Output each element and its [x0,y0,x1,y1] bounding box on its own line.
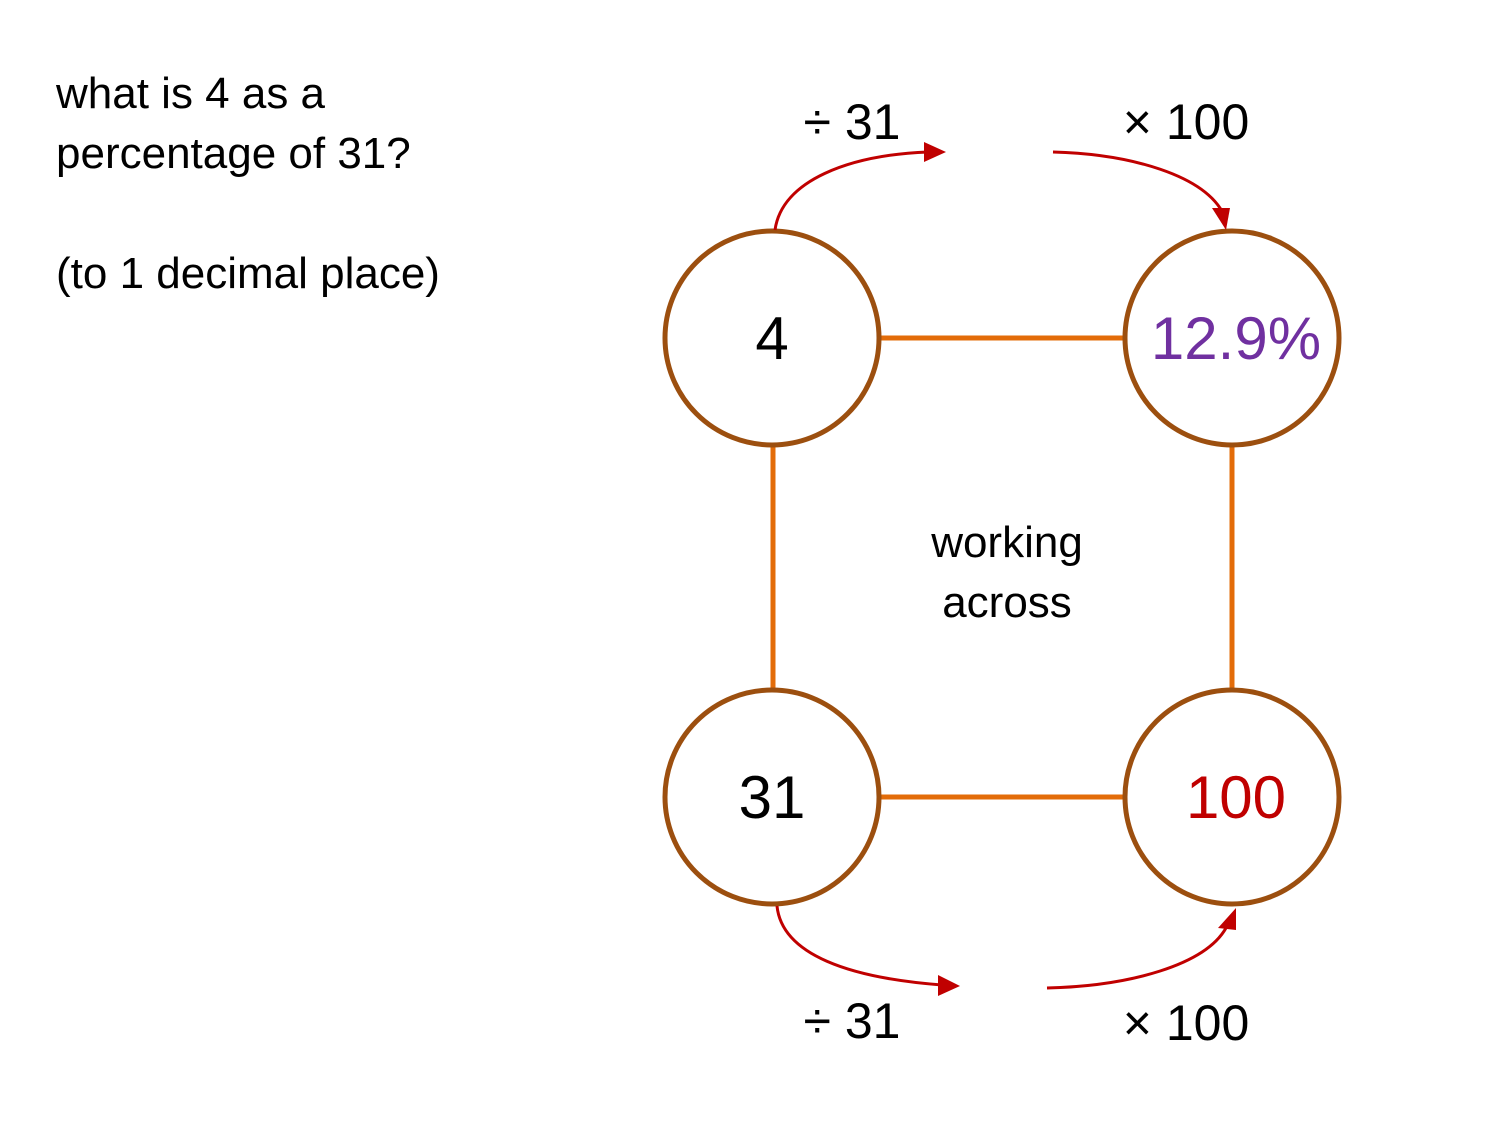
question-line-2: percentage of 31? [56,129,411,178]
value-top-left: 4 [755,305,788,372]
circle-top-right [1122,228,1342,448]
arrowhead-icon [938,975,960,996]
value-bottom-right: 100 [1186,764,1286,831]
op-top-left: ÷ 31 [804,94,901,150]
value-bottom-left: 31 [739,764,806,831]
arrow-top-right [1052,150,1226,216]
question-note: (to 1 decimal place) [56,249,440,298]
circle-bottom-left [662,687,882,907]
center-label-line-1: working [930,518,1083,567]
circle-bottom-right [1122,687,1342,907]
arrowhead-icon [924,142,946,162]
circle-top-left [662,228,882,448]
arrowhead-icon [1212,208,1230,230]
arrowhead-icon [1218,908,1236,930]
op-bottom-left: ÷ 31 [804,993,901,1049]
arrow-bottom-right [1046,927,1228,990]
value-top-right: 12.9% [1151,305,1321,372]
op-top-right: × 100 [1123,94,1250,150]
connectors [770,335,1235,800]
center-label-line-2: across [942,578,1072,627]
arrow-bottom-left [775,905,943,987]
question-line-1: what is 4 as a [56,69,326,118]
op-bottom-right: × 100 [1123,995,1250,1051]
arrow-top-left [773,150,929,231]
